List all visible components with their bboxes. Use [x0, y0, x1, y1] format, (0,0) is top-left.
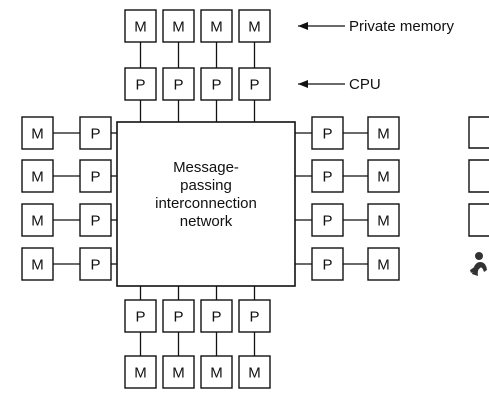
- figure-icon: [470, 252, 487, 276]
- bottom-cpu-3-label: P: [211, 309, 221, 326]
- bottom-cpu-2-box: [162, 299, 195, 333]
- top-cpu-3-box: [200, 67, 233, 101]
- cpu-arrowhead: [298, 80, 308, 88]
- top-memory-2-box: [162, 9, 195, 43]
- right-cpu-3-label: P: [322, 213, 332, 230]
- network-label-line-2: passing: [180, 177, 232, 194]
- partial-box-2: [468, 159, 489, 193]
- left-memory-3-box: [21, 203, 54, 237]
- private-memory-label: Private memory: [349, 18, 455, 35]
- bottom-memory-2-label: M: [172, 365, 185, 382]
- left-memory-2-label: M: [31, 169, 44, 186]
- top-memory-4-label: M: [248, 19, 261, 36]
- bottom-memory-1-box: [124, 355, 157, 389]
- right-memory-4-label: M: [377, 257, 390, 274]
- right-cpu-1-label: P: [322, 126, 332, 143]
- connector-lines: [53, 42, 368, 356]
- network-label-line-4: network: [180, 213, 233, 230]
- right-memory-1-box: [367, 116, 400, 150]
- left-memory-3-label: M: [31, 213, 44, 230]
- right-cpu-3-box: [311, 203, 344, 237]
- interconnection-network-box: [116, 121, 296, 287]
- right-cpu-4-box: [311, 247, 344, 281]
- bottom-memory-3-box: [200, 355, 233, 389]
- bottom-cpu-3-box: [200, 299, 233, 333]
- partial-box-3: [468, 203, 489, 237]
- left-memory-2-box: [21, 159, 54, 193]
- right-memory-1-label: M: [377, 126, 390, 143]
- right-cpu-2-box: [311, 159, 344, 193]
- left-memory-1-box: [21, 116, 54, 150]
- right-cpu-2-label: P: [322, 169, 332, 186]
- top-memory-4-box: [238, 9, 271, 43]
- top-cpu-2-box: [162, 67, 195, 101]
- bottom-cpu-4-box: [238, 299, 271, 333]
- bottom-memory-4-label: M: [248, 365, 261, 382]
- right-memory-3-box: [367, 203, 400, 237]
- left-memory-4-box: [21, 247, 54, 281]
- right-memory-4-box: [367, 247, 400, 281]
- top-cpu-4-label: P: [249, 77, 259, 94]
- network-label-line-3: interconnection: [155, 195, 257, 212]
- top-memory-1-label: M: [134, 19, 147, 36]
- bottom-memory-1-label: M: [134, 365, 147, 382]
- cpu-annotation-label: CPU: [349, 76, 381, 93]
- top-memory-1-box: [124, 9, 157, 43]
- right-cpu-4-label: P: [322, 257, 332, 274]
- bottom-cpu-2-label: P: [173, 309, 183, 326]
- right-cpu-1-box: [311, 116, 344, 150]
- left-cpu-2-label: P: [90, 169, 100, 186]
- node-boxes: M P P M M P P M M P P M M P P M M P P M M P P M M P P M M P P M: [21, 9, 400, 389]
- left-cpu-1-label: P: [90, 126, 100, 143]
- top-memory-2-label: M: [172, 19, 185, 36]
- private-memory-arrowhead: [298, 22, 308, 30]
- right-memory-3-label: M: [377, 213, 390, 230]
- bottom-cpu-1-label: P: [135, 309, 145, 326]
- left-cpu-3-box: [79, 203, 112, 237]
- left-memory-1-label: M: [31, 126, 44, 143]
- top-memory-3-label: M: [210, 19, 223, 36]
- left-cpu-4-box: [79, 247, 112, 281]
- bottom-memory-4-box: [238, 355, 271, 389]
- left-cpu-4-label: P: [90, 257, 100, 274]
- left-memory-4-label: M: [31, 257, 44, 274]
- network-label-line-1: Message-: [173, 159, 239, 176]
- top-cpu-2-label: P: [173, 77, 183, 94]
- left-cpu-1-box: [79, 116, 112, 150]
- top-cpu-1-box: [124, 67, 157, 101]
- left-cpu-2-box: [79, 159, 112, 193]
- top-cpu-1-label: P: [135, 77, 145, 94]
- bottom-cpu-4-label: P: [249, 309, 259, 326]
- partial-box-1: [468, 116, 489, 149]
- bottom-memory-2-box: [162, 355, 195, 389]
- bottom-memory-3-label: M: [210, 365, 223, 382]
- top-memory-3-box: [200, 9, 233, 43]
- top-cpu-4-box: [238, 67, 271, 101]
- right-memory-2-label: M: [377, 169, 390, 186]
- bottom-cpu-1-box: [124, 299, 157, 333]
- left-cpu-3-label: P: [90, 213, 100, 230]
- top-cpu-3-label: P: [211, 77, 221, 94]
- right-memory-2-box: [367, 159, 400, 193]
